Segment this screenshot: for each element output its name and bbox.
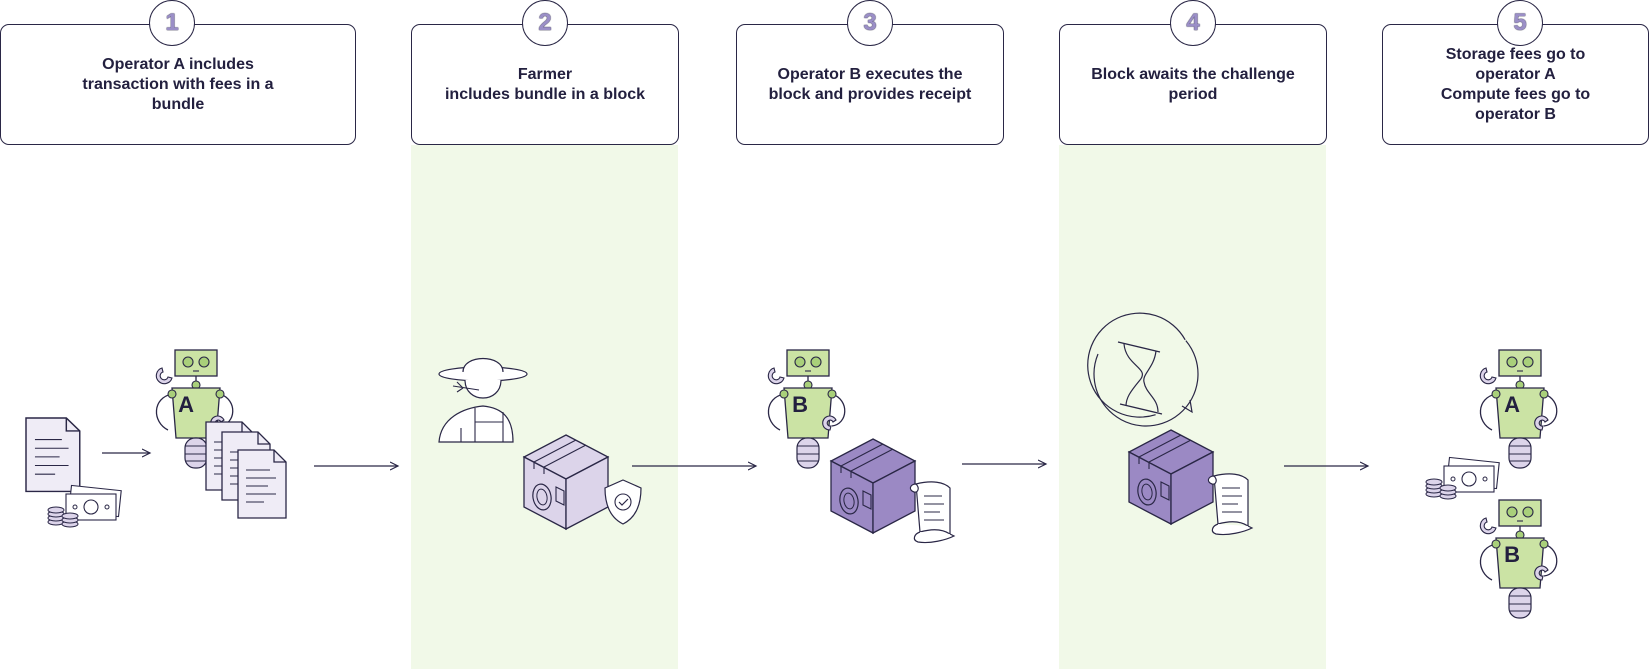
receipt-scroll-icon [909, 481, 955, 544]
document-icon [25, 417, 81, 493]
step-box-4: Block awaits the challenge period [1059, 24, 1327, 145]
step-text-3: Operator B executes the block and provid… [768, 65, 972, 103]
step-text-1: Operator A includes transaction with fee… [82, 55, 274, 113]
step-number-badge-4: 4 [1170, 0, 1216, 46]
step-number-badge-2: 2 [522, 0, 568, 46]
farmer-icon [438, 358, 528, 443]
step-box-5: Storage fees go to operator A Compute fe… [1382, 24, 1649, 145]
step-text-5: Storage fees go to operator A Compute fe… [1440, 45, 1591, 123]
robot-icon: B [1479, 499, 1558, 619]
robot-icon: A [1479, 349, 1558, 469]
robot-label: A [178, 392, 194, 417]
robot-label: A [1504, 392, 1520, 417]
step-box-1: Operator A includes transaction with fee… [0, 24, 356, 145]
robot-icon: B [767, 349, 846, 469]
step-text-4: Block awaits the challenge period [1091, 65, 1295, 103]
block-box-icon [1128, 429, 1214, 525]
robot-label: B [792, 392, 808, 417]
document-stack-icon [205, 421, 287, 519]
hourglass-icon [1087, 312, 1199, 427]
step-box-2: Farmer includes bundle in a block [411, 24, 679, 145]
money-icon [1425, 456, 1500, 500]
shield-check-icon [604, 479, 642, 525]
step-number-badge-3: 3 [847, 0, 893, 46]
robot-icon: A [155, 349, 234, 469]
column-band-4 [1059, 145, 1326, 669]
step-number-badge-1: 1 [149, 0, 195, 46]
block-box-icon [830, 438, 916, 534]
receipt-scroll-icon [1207, 473, 1253, 536]
block-box-icon [523, 434, 609, 530]
step-number-badge-5: 5 [1497, 0, 1543, 46]
step-text-2: Farmer includes bundle in a block [444, 65, 646, 103]
robot-label: B [1504, 542, 1520, 567]
column-band-2 [411, 145, 678, 669]
